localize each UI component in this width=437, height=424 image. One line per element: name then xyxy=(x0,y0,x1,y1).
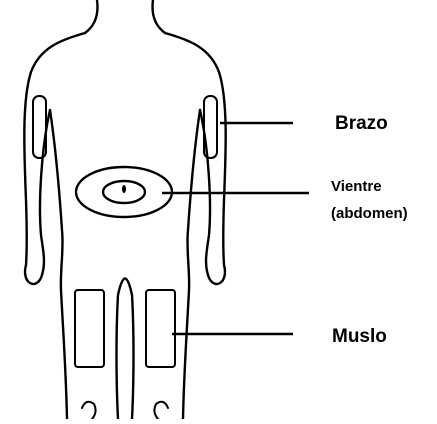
arm-label: Brazo xyxy=(335,113,388,134)
thigh-label: Muslo xyxy=(332,326,387,347)
belly-label-line1: Vientre xyxy=(331,178,382,195)
belly-label-line2: (abdomen) xyxy=(331,205,408,222)
thigh-zone-left xyxy=(75,290,104,367)
thigh-zone-right xyxy=(146,290,175,367)
navel xyxy=(122,185,126,193)
body-outline xyxy=(24,0,225,419)
